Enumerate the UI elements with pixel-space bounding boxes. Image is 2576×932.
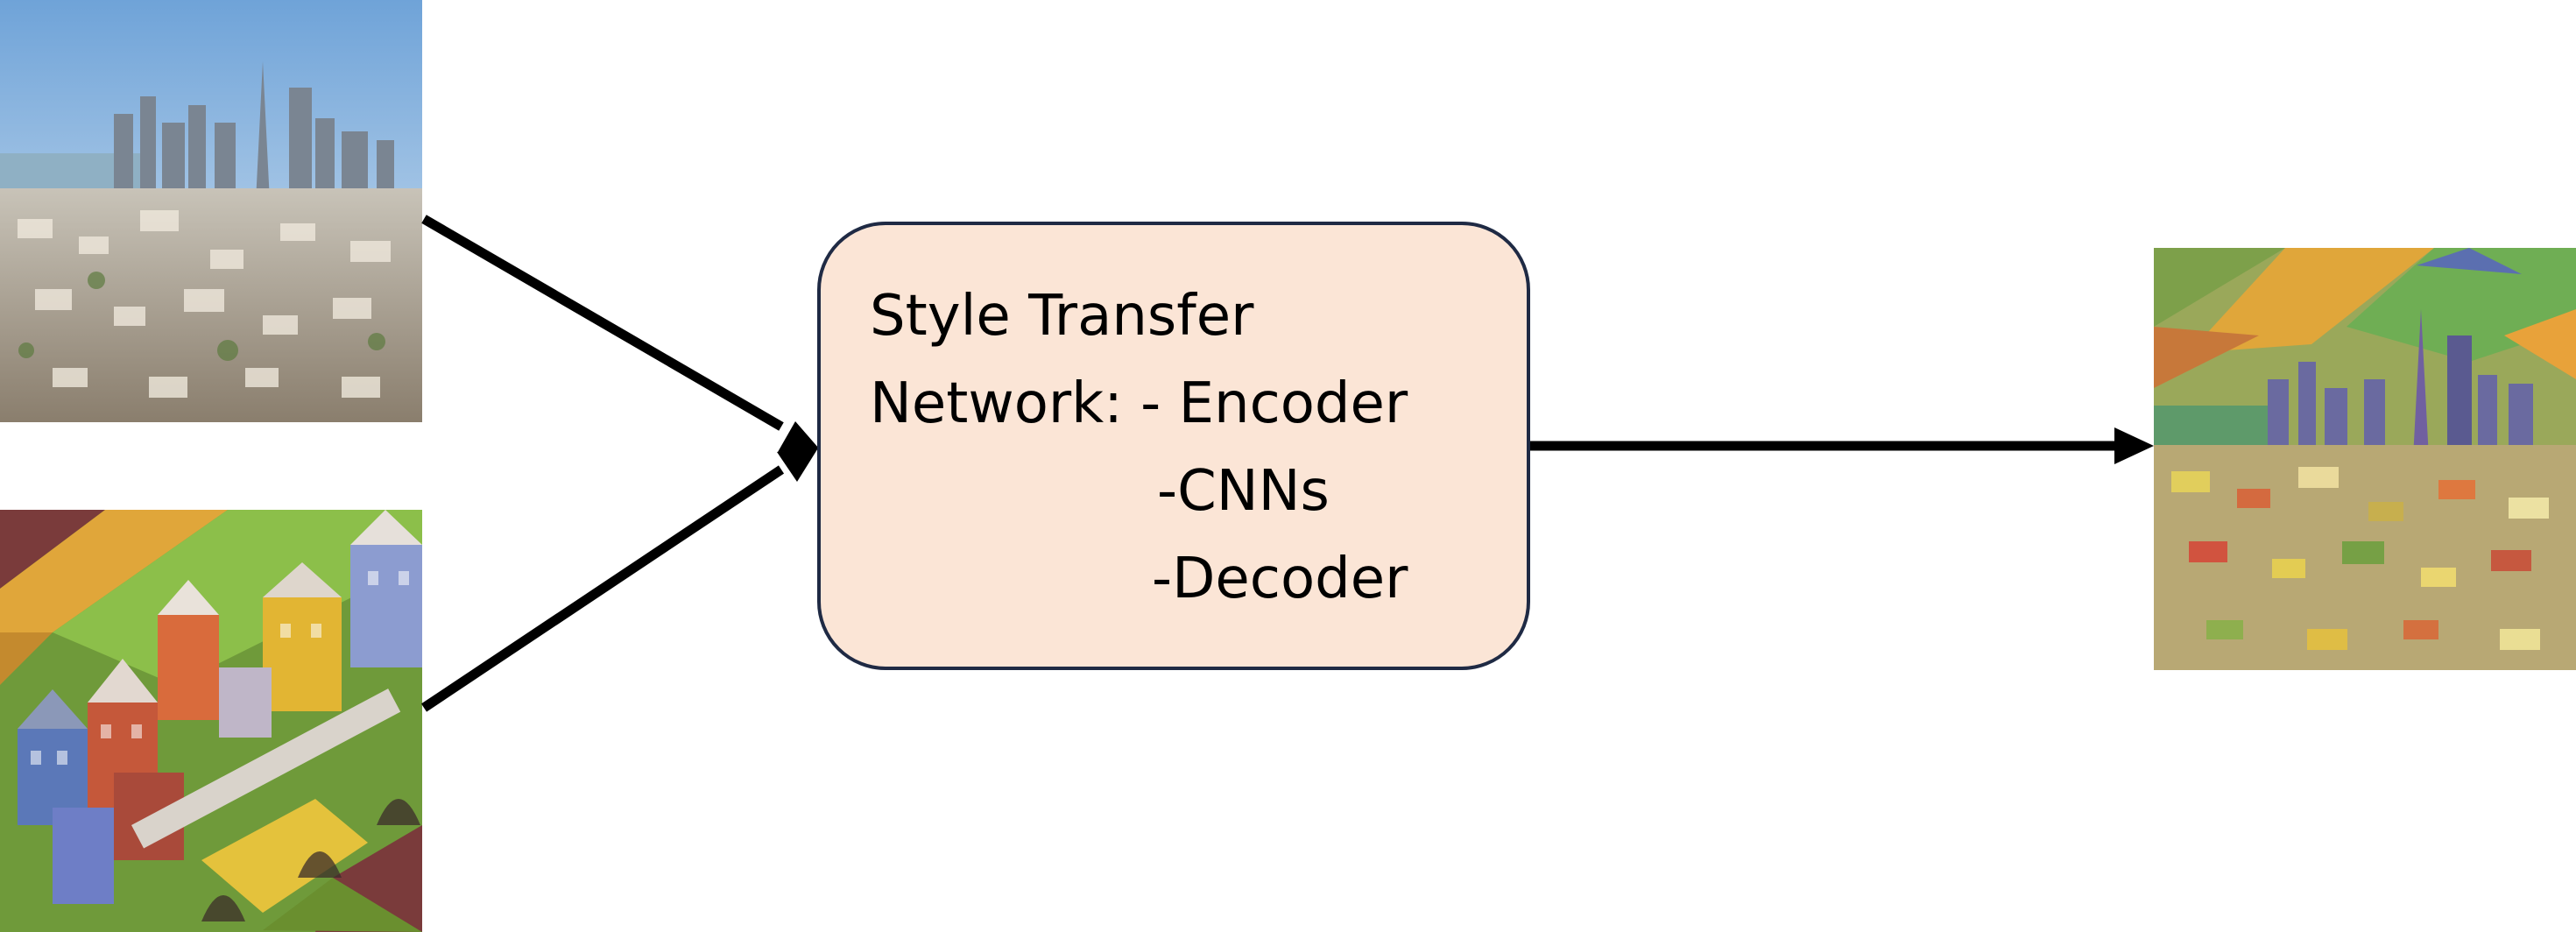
network-box-line: Network: - Encoder [870, 371, 1408, 436]
content-image [0, 0, 422, 422]
network-box-line: Style Transfer [870, 284, 1254, 349]
arrowhead-icon [2114, 427, 2154, 464]
style-image [0, 510, 422, 932]
arrowhead-icon [777, 447, 819, 482]
network-box-line: -Decoder [1152, 547, 1408, 611]
network-box-line: -CNNs [1157, 459, 1330, 524]
content-to-network-arrow [421, 215, 784, 431]
style-to-network-arrow [420, 465, 785, 712]
style-transfer-network-box: Style Transfer Network: - Encoder -CNNs … [817, 222, 1530, 670]
output-image [2154, 248, 2576, 670]
arrowhead-icon [778, 421, 819, 452]
